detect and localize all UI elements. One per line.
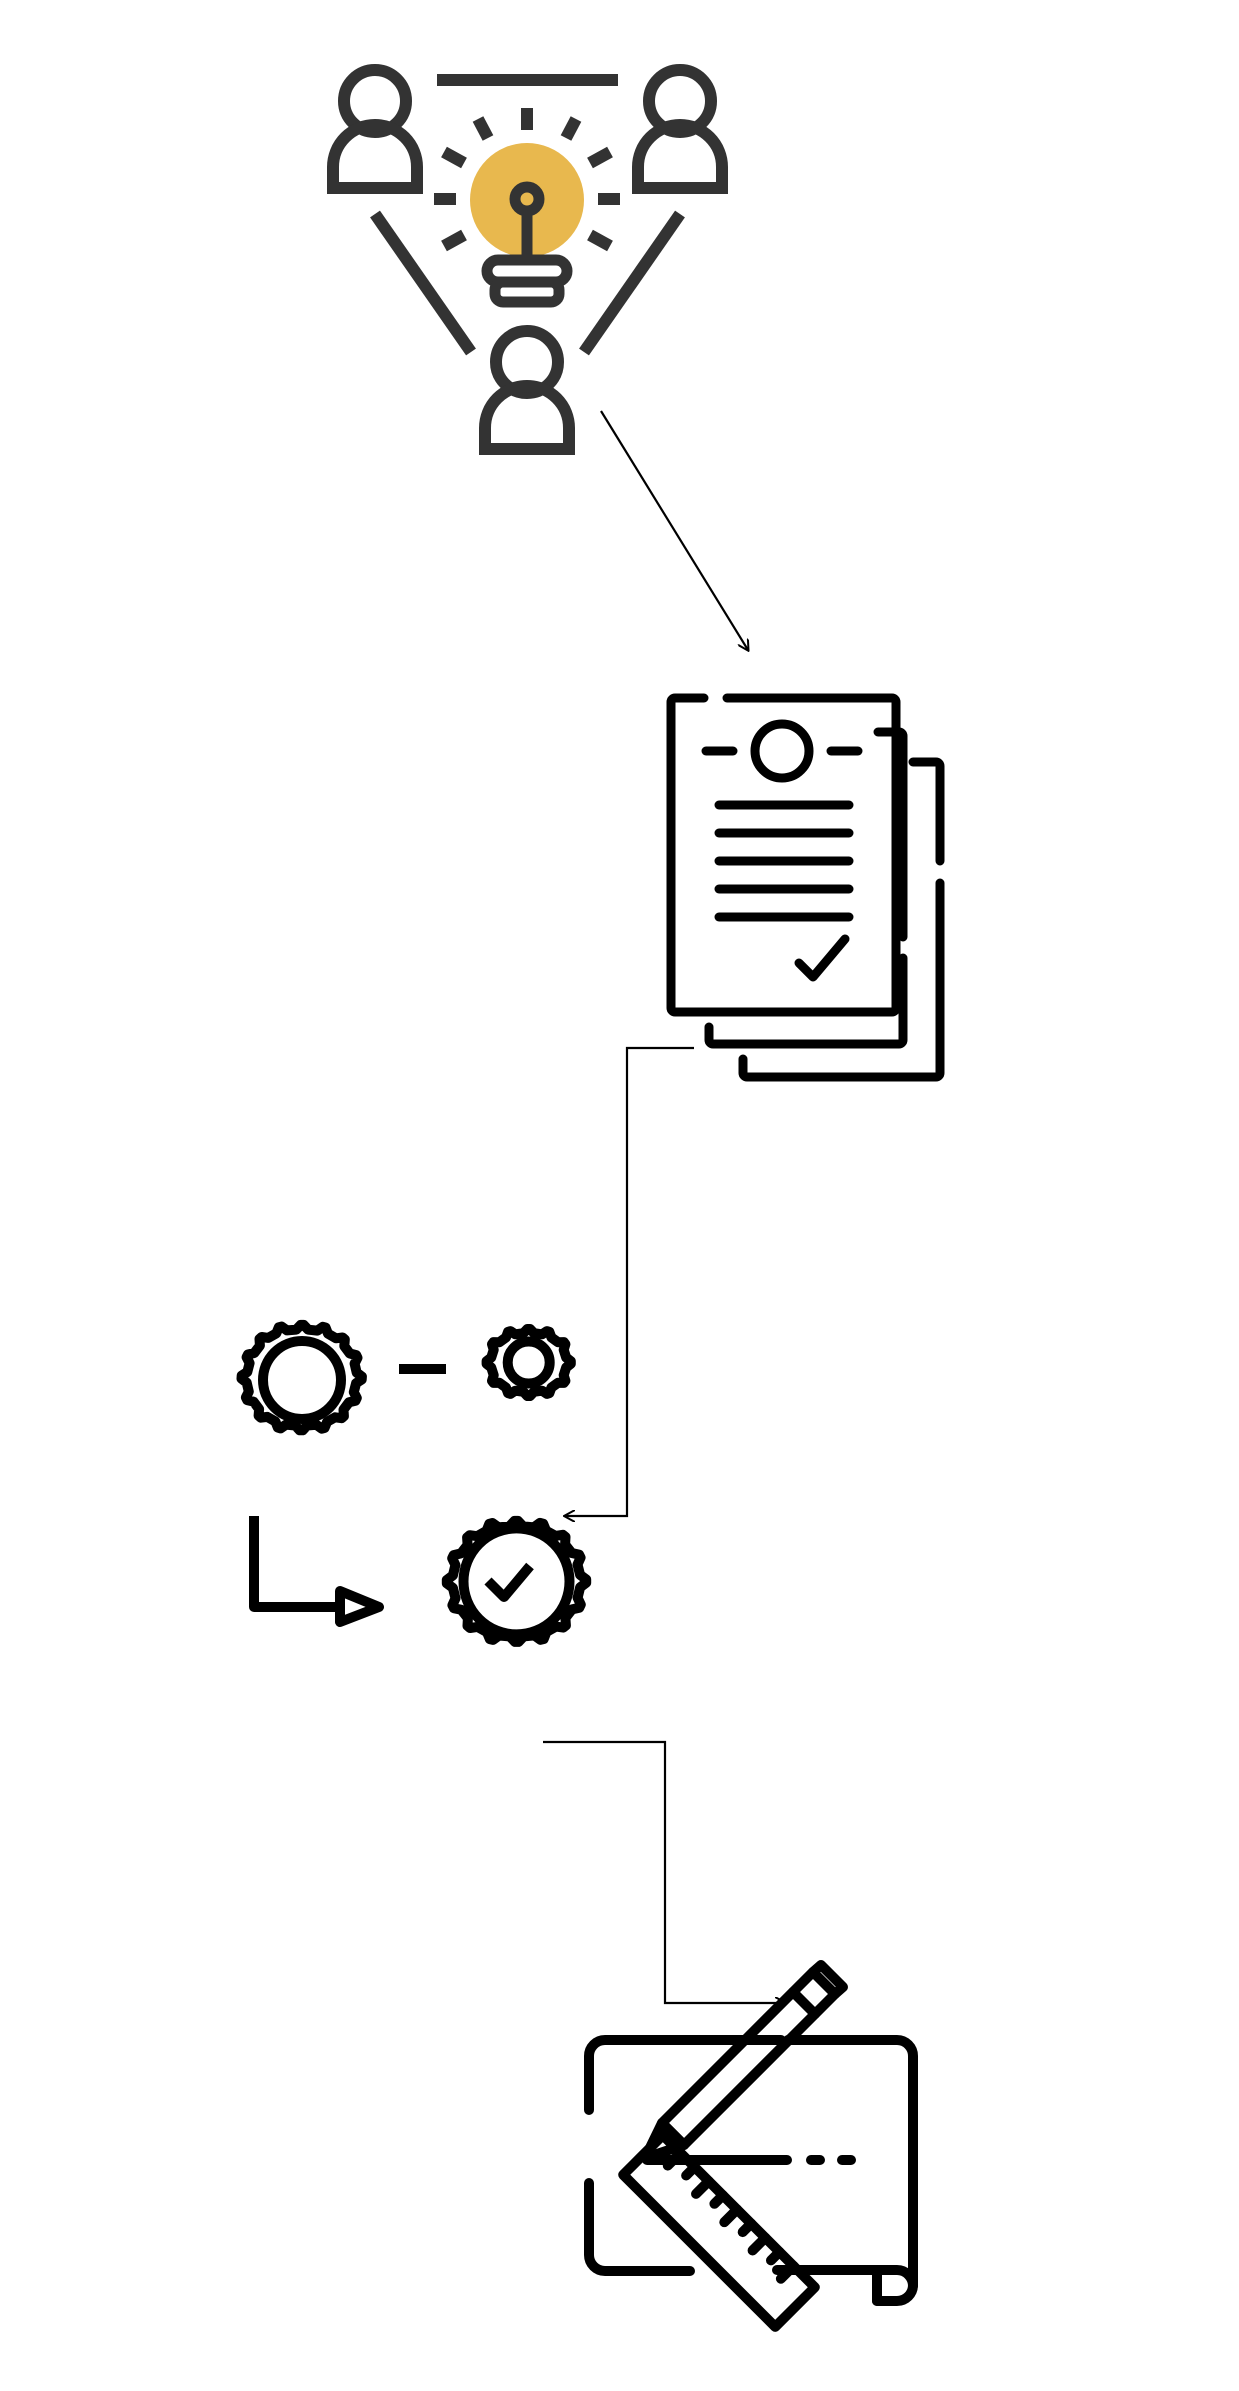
gears-process-icon	[236, 1319, 592, 1647]
edge-documents-to-process	[565, 1046, 694, 1516]
edge-process-to-design	[543, 1740, 785, 2003]
design-tools-icon	[584, 1960, 918, 2332]
node-process	[210, 1319, 615, 1730]
checkmark-icon	[794, 934, 850, 982]
node-design	[555, 1960, 935, 2360]
edge-ideation-to-documents	[600, 410, 748, 650]
gear-a	[236, 1319, 367, 1436]
team-idea-lightbulb-icon	[327, 64, 728, 455]
pencil-icon	[640, 1960, 848, 2163]
gear-b	[481, 1324, 576, 1401]
approved-documents-icon	[666, 693, 945, 1082]
lightbulb-glow	[470, 143, 584, 257]
checkmark-icon	[484, 1562, 534, 1602]
node-documents	[665, 693, 975, 1088]
node-ideation	[325, 55, 730, 465]
ruler-icon	[618, 2130, 820, 2332]
